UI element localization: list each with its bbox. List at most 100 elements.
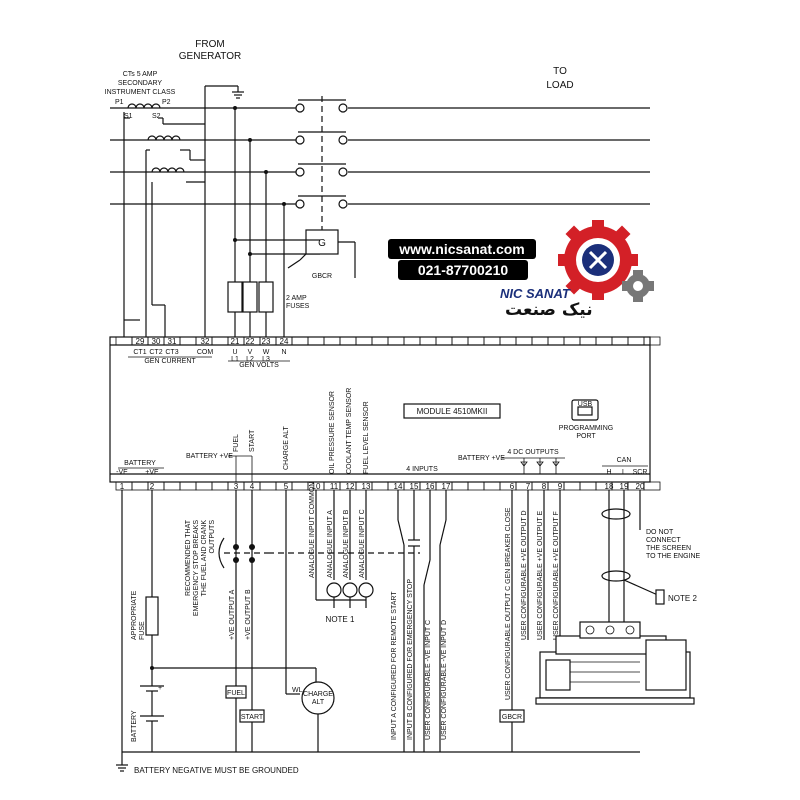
note1-label: NOTE 1 [326,615,355,624]
analogue-c-label: ANALOGUE INPUT C [359,509,366,578]
watermark-phone: 021-87700210 [398,260,528,280]
charge-alt-circuit [285,490,335,752]
top-terminal-label: CT3 [165,349,178,356]
bottom-terminal-number: 13 [362,482,371,491]
oil-pressure-vert-label: OIL PRESSURE SENSOR [329,391,336,474]
bottom-terminal-number: 20 [636,482,645,491]
bottom-terminal-number: 3 [234,482,239,491]
minus-ve-label: -VE [116,469,128,476]
fuse-2 [242,281,258,313]
input-a-label: INPUT A CONFIGURED FOR REMOTE START [391,591,398,740]
voltage-taps [227,106,320,337]
digital-input-circuit [397,490,447,752]
charge-alt-vert-label: CHARGE ALT [283,425,290,470]
analogue-common-label: ANALOGUE INPUT COMMON [309,482,316,578]
gen-volts-label: GEN VOLTS [239,362,279,369]
fuse-3 [258,281,274,313]
p1-label: P1 [115,99,124,106]
bottom-terminal-number: 1 [120,482,125,491]
bottom-terminal-number: 2 [150,482,155,491]
analogue-a-label: ANALOGUE INPUT A [327,510,334,578]
top-terminal-number: 22 [246,337,255,346]
plus-sign: + [158,685,162,692]
bottom-terminal-number: 9 [558,482,563,491]
top-terminal-number: 30 [152,337,161,346]
ve-output-a-label: +VE OUTPUT A [229,589,236,640]
bottom-terminal-number: 12 [346,482,355,491]
generator-earth-symbol [205,85,244,99]
bottom-terminal-number: 14 [394,482,403,491]
can-scr-label: SCR [633,469,648,476]
fuse-label: APPROPRIATEFUSE [131,590,146,640]
bottom-terminal-number: 5 [284,482,289,491]
bottom-terminal-number: 15 [410,482,419,491]
recommend-note: RECOMMENDED THATEMERGENCY STOP BREAKSTHE… [185,519,216,616]
top-terminal-number: 29 [136,337,145,346]
gbcr-coil-box [305,229,339,255]
fuel-vert-label: FUEL [233,434,240,452]
fuel-level-vert-label: FUEL LEVEL SENSOR [363,401,370,474]
top-terminal-label: L1 [231,356,239,363]
g-label: G [318,238,326,249]
input-d-label: USER CONFIGURABLE -VE INPUT D [441,620,448,740]
ve-output-b-label: +VE OUTPUT B [245,589,252,640]
module-name: MODULE 4510MKII [417,407,488,416]
bottom-terminal-number: 4 [250,482,255,491]
output-c-label: USER CONFIGURABLE OUTPUT C GEN BREAKER C… [505,507,512,700]
top-terminal-label: U [232,349,237,356]
bottom-terminal-number: 11 [330,482,339,491]
start-box-label: START [241,714,264,721]
bottom-terminal-number: 6 [510,482,515,491]
output-e-label: USER CONFIGURABLE +VE OUTPUT E [537,510,544,640]
usb-label: USB [578,401,593,408]
battery-plus-ve-label-1: BATTERY +VE [186,453,233,460]
input-c-label: USER CONFIGURABLE -VE INPUT C [425,620,432,740]
bottom-terminal-number: 18 [605,482,614,491]
watermark-brand-fa: نیک صنعت [505,300,593,320]
top-terminal-label: COM [197,349,214,356]
ct-coils [123,86,206,337]
top-terminal-label: CT1 [133,349,146,356]
ground-note: BATTERY NEGATIVE MUST BE GROUNDED [134,766,299,775]
bottom-terminal-number: 7 [526,482,531,491]
input-b-label: INPUT B CONFIGURED FOR EMERGENCY STOP [407,579,414,740]
fuel-box-label: FUEL [227,690,245,697]
top-terminal-label: W [263,349,270,356]
bus-lines [110,107,650,205]
plus-ve-label: +VE [145,469,159,476]
s2-label: S2 [152,113,161,120]
analogue-sensor-circuit [268,490,420,608]
output-d-label: USER CONFIGURABLE +VE OUTPUT D [521,510,528,640]
module-name-box [403,403,501,419]
bottom-terminal-number: 19 [620,482,629,491]
top-terminal-label: CT2 [149,349,162,356]
appropriate-fuse-symbol [145,596,159,636]
top-terminal-number: 24 [280,337,289,346]
usb-port[interactable] [571,399,599,421]
top-terminal-number: 23 [262,337,271,346]
battery-plus-ve-label-2: BATTERY +VE [458,455,505,462]
engine-illustration [535,621,695,705]
gen-current-label: GEN CURRENT [144,358,196,365]
top-terminal-label: L2 [246,356,254,363]
watermark-brand: NIC SANAT [500,286,570,301]
battery-vert-label: BATTERY [131,710,138,742]
fuse-1 [227,281,243,313]
can-l-label: L [622,469,626,476]
top-terminal-number: 21 [231,337,240,346]
can-label: CAN [617,457,632,464]
gbcr-box-label: GBCR [502,714,522,721]
start-vert-label: START [249,429,256,452]
gbcr-label: GBCR [312,273,332,280]
top-terminal-label: N [281,349,286,356]
dc-output-circuit [499,490,561,752]
top-terminal-label: V [248,349,253,356]
coolant-temp-vert-label: COOLANT TEMP SENSOR [346,388,353,474]
top-terminal-label: L3 [262,356,270,363]
four-inputs-label: 4 INPUTS [406,466,438,473]
